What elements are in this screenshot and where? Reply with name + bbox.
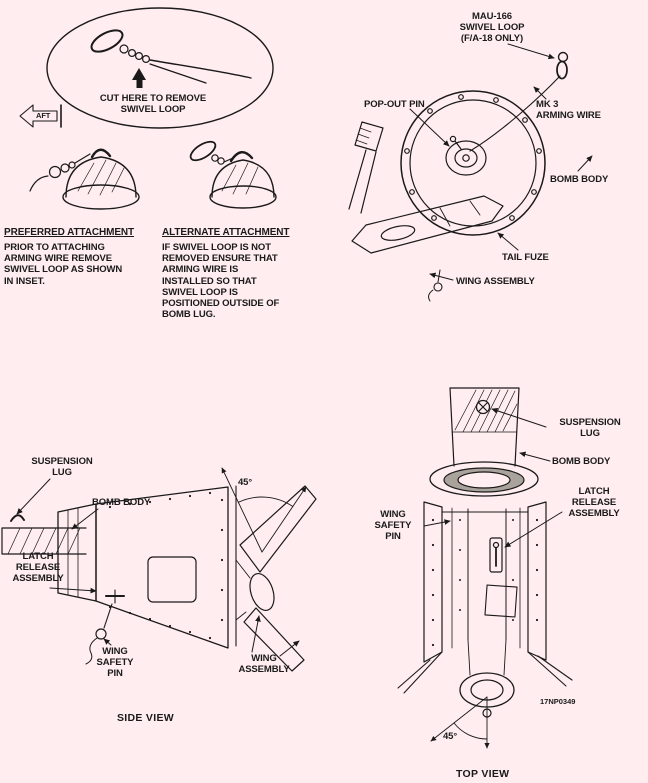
mau-166-swivel-loop-label: MAU-166 SWIVEL LOOP (F/A-18 ONLY) bbox=[459, 11, 525, 45]
side-view-caption: SIDE VIEW bbox=[117, 712, 174, 724]
latch-release-label-top: LATCH RELEASE ASSEMBLY bbox=[568, 486, 620, 520]
alternate-attachment-note: IF SWIVEL LOOP IS NOT REMOVED ENSURE THA… bbox=[162, 242, 280, 321]
wing-safety-pin-label-top: WING SAFETY PIN bbox=[374, 509, 412, 543]
preferred-attachment-heading: PREFERRED ATTACHMENT bbox=[4, 227, 135, 238]
suspension-lug-label-side: SUSPENSION LUG bbox=[31, 456, 93, 479]
bomb-body-label-tail: BOMB BODY bbox=[550, 174, 609, 185]
tail-view-art bbox=[348, 43, 593, 302]
alternate-attachment-art bbox=[189, 140, 277, 209]
latch-release-label-side: LATCH RELEASE ASSEMBLY bbox=[12, 551, 64, 585]
bomb-body-label-side: BOMB BODY bbox=[92, 497, 151, 508]
bomb-body-label-top: BOMB BODY bbox=[552, 456, 611, 467]
top-view-art bbox=[397, 387, 573, 749]
swivel-loop-inset-art bbox=[46, 7, 274, 129]
fin-angle-label-top: 45° bbox=[443, 731, 458, 742]
wing-safety-pin-label-side: WING SAFETY PIN bbox=[96, 646, 134, 680]
fin-angle-label-side: 45° bbox=[238, 477, 253, 488]
side-view-art bbox=[1, 467, 317, 672]
aft-label: AFT bbox=[36, 111, 51, 120]
suspension-lug-label-top: SUSPENSION LUG bbox=[559, 417, 621, 440]
wing-assembly-label-tail: WING ASSEMBLY bbox=[456, 276, 535, 287]
aft-direction-arrow-art bbox=[19, 104, 62, 128]
cut-note-label: CUT HERE TO REMOVE SWIVEL LOOP bbox=[99, 93, 207, 116]
top-view-caption: TOP VIEW bbox=[456, 768, 510, 780]
preferred-attachment-art bbox=[29, 148, 140, 210]
preferred-attachment-note: PRIOR TO ATTACHING ARMING WIRE REMOVE SW… bbox=[4, 242, 123, 287]
mk3-arming-wire-label: MK 3 ARMING WIRE bbox=[536, 99, 601, 122]
figure-number: 17NP0349 bbox=[540, 697, 576, 706]
pop-out-pin-label: POP-OUT PIN bbox=[364, 99, 425, 110]
tail-fuze-label: TAIL FUZE bbox=[502, 252, 549, 263]
alternate-attachment-heading: ALTERNATE ATTACHMENT bbox=[162, 227, 290, 238]
wing-assembly-label-side: WING ASSEMBLY bbox=[238, 653, 290, 676]
